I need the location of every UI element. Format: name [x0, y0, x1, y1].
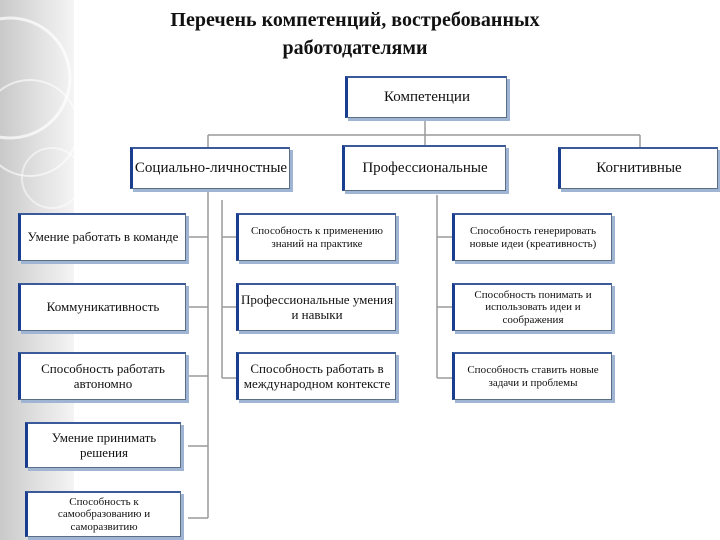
- professional-item-international: Способность работать в международном кон…: [236, 352, 396, 400]
- title-line-2: работодателями: [282, 37, 428, 59]
- category-label-professional: Профессиональные: [362, 159, 488, 176]
- social-item-communication: Коммуникативность: [18, 283, 186, 331]
- social-item-label: Коммуникативность: [46, 299, 160, 315]
- social-item-teamwork: Умение работать в команде: [18, 213, 186, 261]
- category-label-cognitive: Когнитивные: [596, 159, 682, 176]
- cognitive-item-new-problems: Способность ставить новые задачи и пробл…: [452, 352, 612, 400]
- page-title: Перечень компетенций, востребованных раб…: [100, 6, 610, 62]
- social-item-label: Способность работать автономно: [41, 360, 165, 391]
- social-item-decision-making: Умение принимать решения: [25, 422, 181, 468]
- category-label-social: Социально-личностные: [134, 159, 288, 176]
- social-item-label: Умение принимать решения: [51, 429, 157, 460]
- social-item-label: Способность к самообразованию и саморазв…: [57, 495, 151, 533]
- professional-item-label: Способность работать в международном кон…: [243, 360, 391, 391]
- professional-item-label: Профессиональные умения и навыки: [240, 291, 394, 322]
- professional-item-applying-knowledge: Способность к применению знаний на практ…: [236, 213, 396, 261]
- title-line-1: Перечень компетенций, востребованных: [170, 9, 540, 31]
- category-social-personal: Социально-личностные: [130, 147, 290, 189]
- social-item-autonomy: Способность работать автономно: [18, 352, 186, 400]
- social-item-self-development: Способность к самообразованию и саморазв…: [25, 491, 181, 537]
- cognitive-item-label: Способность генерировать новые идеи (кре…: [469, 224, 597, 250]
- decorative-circles: [0, 16, 74, 209]
- category-professional: Профессиональные: [342, 145, 506, 191]
- cognitive-item-understanding-ideas: Способность понимать и использовать идеи…: [452, 283, 612, 331]
- professional-item-skills: Профессиональные умения и навыки: [236, 283, 396, 331]
- cognitive-item-label: Способность ставить новые задачи и пробл…: [467, 363, 599, 389]
- cognitive-item-creativity: Способность генерировать новые идеи (кре…: [452, 213, 612, 261]
- root-node-competencies: Компетенции: [345, 76, 507, 118]
- professional-item-label: Способность к применению знаний на практ…: [250, 224, 384, 250]
- cognitive-item-label: Способность понимать и использовать идеи…: [474, 288, 592, 326]
- category-cognitive: Когнитивные: [558, 147, 718, 189]
- social-item-label: Умение работать в команде: [27, 229, 179, 245]
- root-label: Компетенции: [384, 88, 470, 105]
